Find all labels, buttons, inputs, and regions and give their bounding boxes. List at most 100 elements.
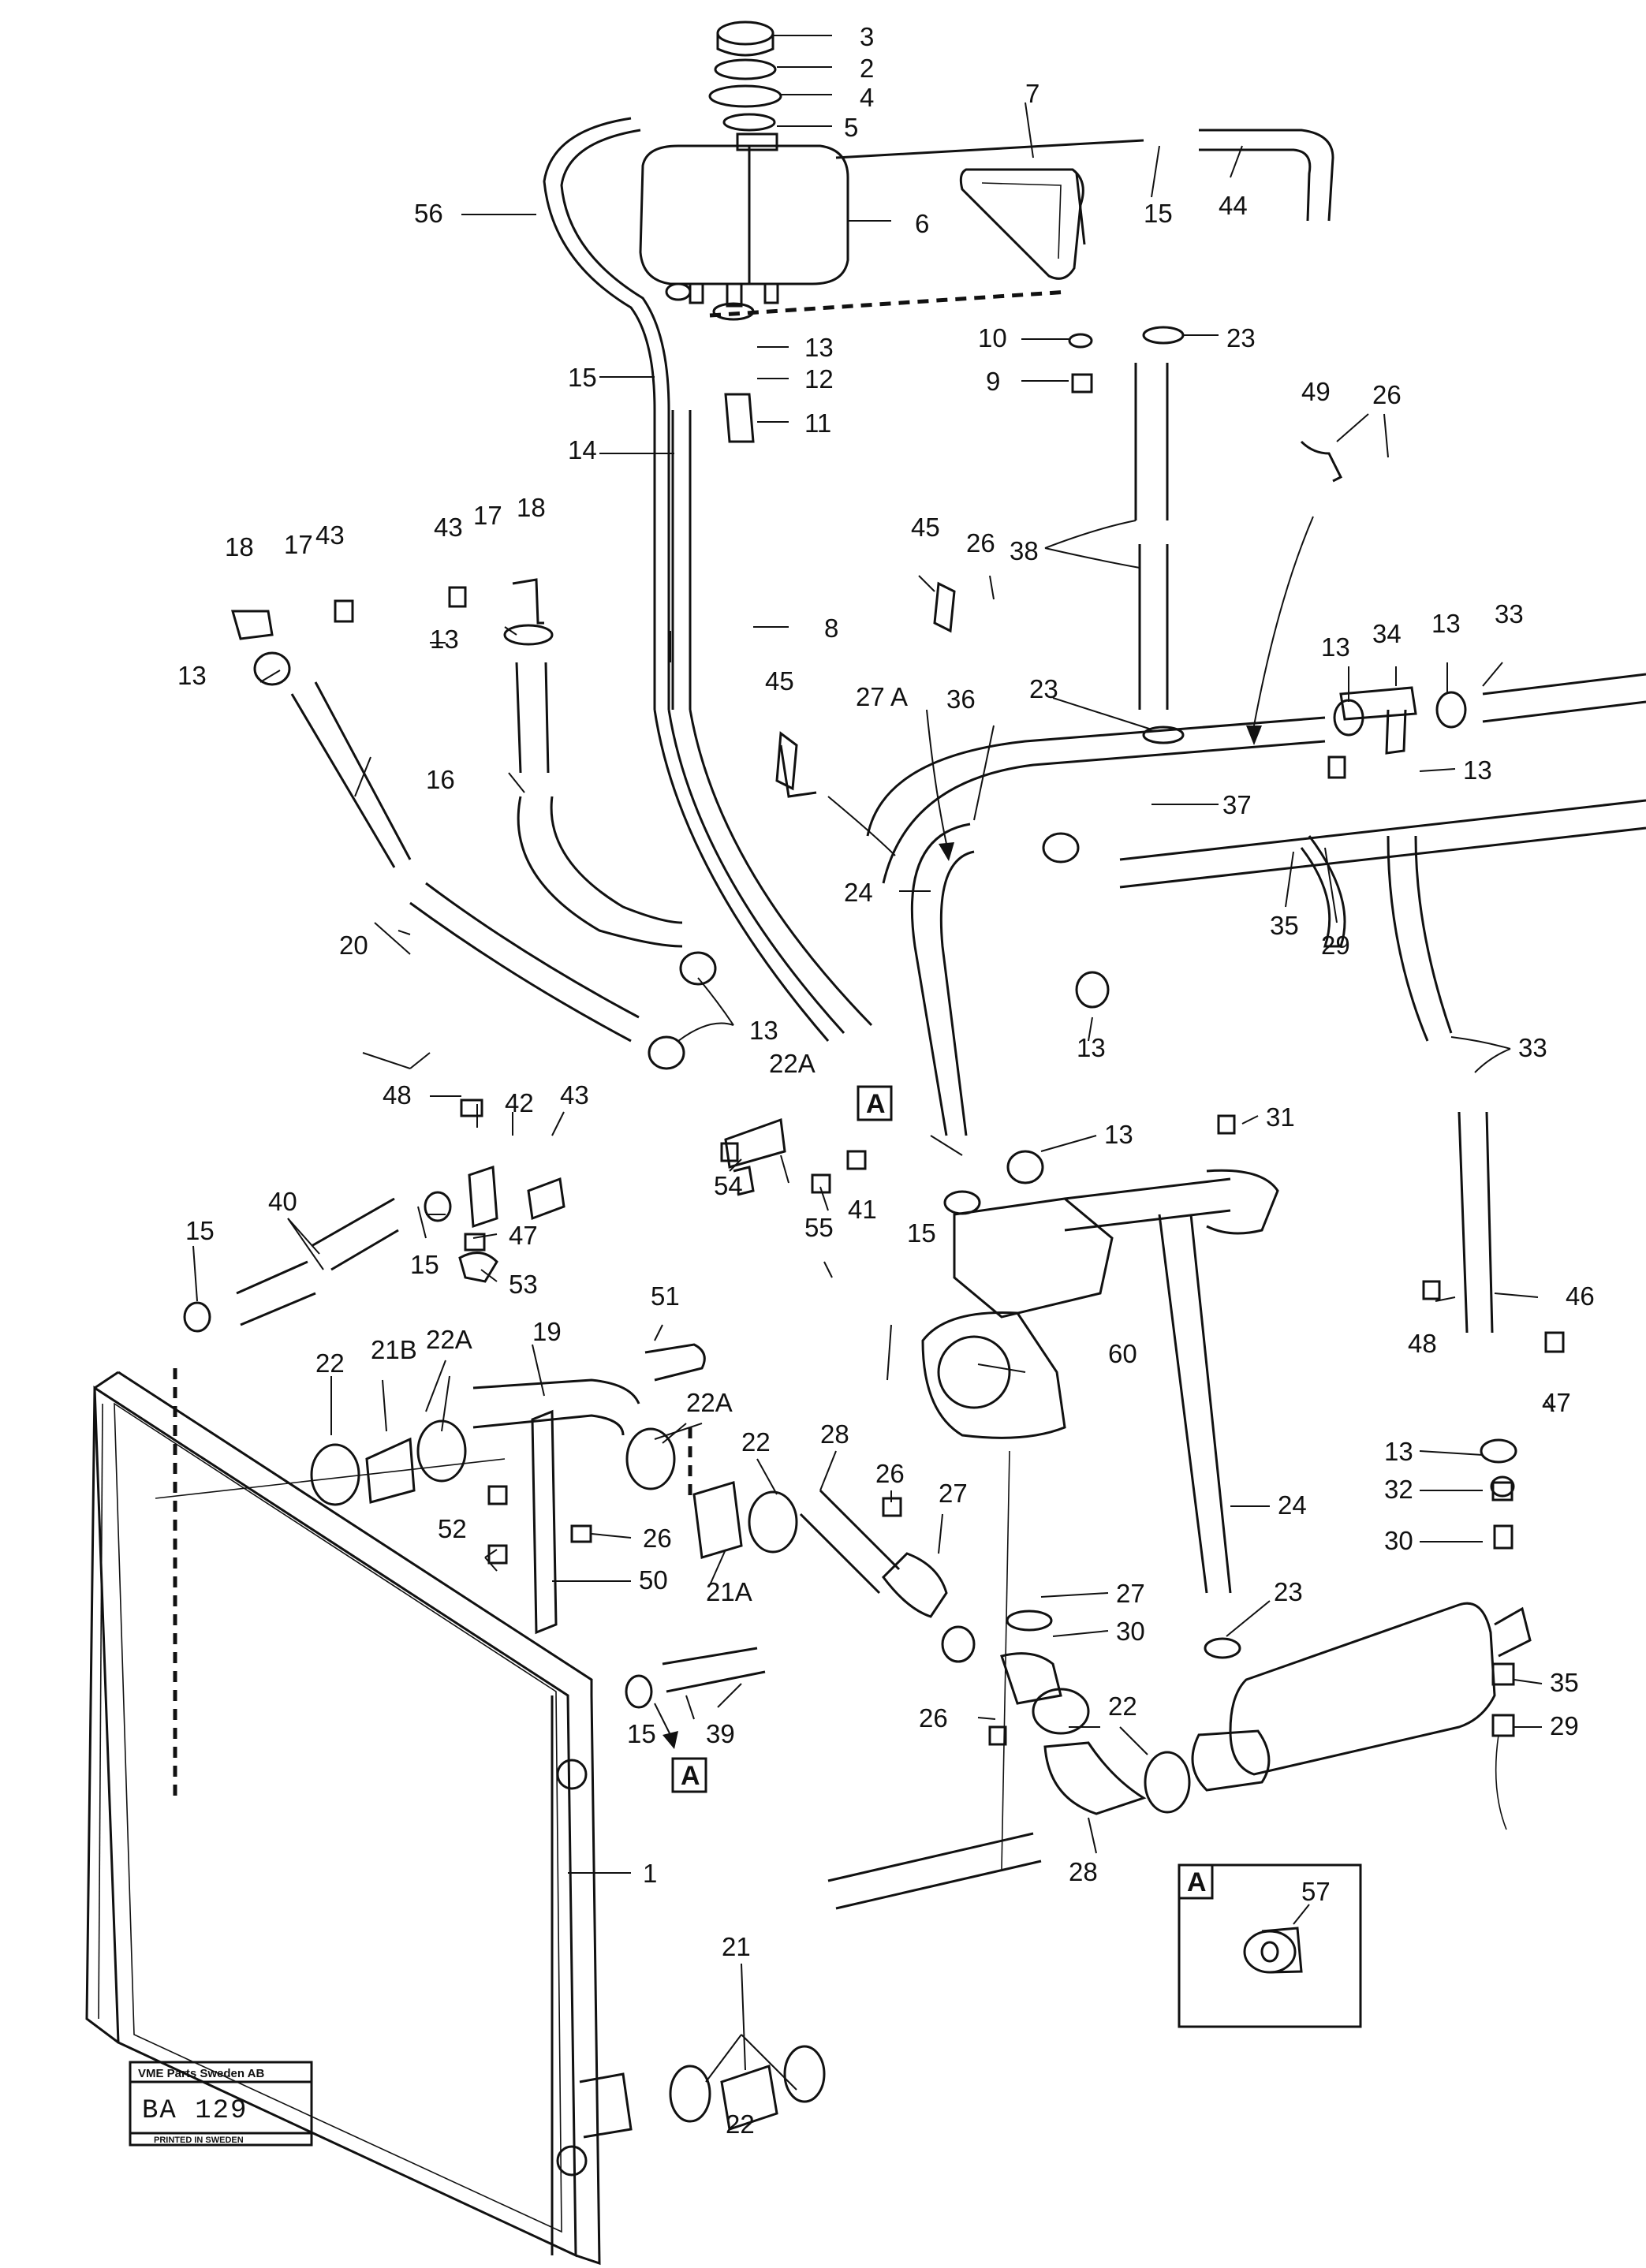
hose-clamps <box>183 282 1517 2123</box>
callout-2: 2 <box>860 54 874 83</box>
callout-28: 28 <box>820 1419 849 1449</box>
callout-26-lower: 27 <box>1116 1579 1145 1608</box>
detail-marker-a-upper: A <box>866 1089 886 1119</box>
stamp-code: BA 129 <box>142 2096 248 2126</box>
callout-15-mid: 15 <box>410 1250 439 1279</box>
callout-6: 6 <box>915 209 929 238</box>
callout-15-lower: 15 <box>627 1719 656 1748</box>
callout-13-right1: 13 <box>1321 632 1350 662</box>
bypass-pipe <box>799 1489 948 1618</box>
callout-42: 38 <box>1010 536 1039 565</box>
callout-23-top: 23 <box>1226 323 1256 353</box>
callout-13-lower: 13 <box>1384 1437 1413 1466</box>
callout-17-left: 17 <box>284 530 313 559</box>
tank-bracket <box>709 168 1086 318</box>
callout-14: 14 <box>568 435 597 464</box>
callout-13-right2: 13 <box>1431 609 1461 638</box>
u-bolt <box>644 1343 706 1382</box>
callout-21a: 21B <box>371 1335 417 1364</box>
callout-60: 56 <box>414 199 443 228</box>
callout-55: 51 <box>651 1281 680 1311</box>
callout-8: 8 <box>824 614 838 643</box>
callout-7: 7 <box>1025 79 1039 108</box>
callout-22a-top: 22A <box>426 1325 472 1354</box>
detail-marker-a-lower: A <box>681 1761 700 1791</box>
tank-gasket <box>722 113 776 132</box>
callout-30: 29 <box>1321 931 1350 960</box>
water-pump-housing <box>921 1169 1279 1870</box>
callout-10: 10 <box>978 323 1007 353</box>
hose-sleeves <box>365 1437 778 2131</box>
coolant-filter <box>1191 1602 1532 1792</box>
callout-22-mid: 22 <box>741 1427 771 1457</box>
callout-49-mid: 45 <box>765 666 794 696</box>
stamp-printed: PRINTED IN SWEDEN <box>154 2136 244 2145</box>
callout-20: 20 <box>339 931 368 960</box>
callout-57: 53 <box>509 1270 538 1299</box>
callout-54: 50 <box>639 1565 668 1595</box>
callout-46: 42 <box>505 1088 534 1117</box>
callout-48-left: 43 <box>315 520 345 550</box>
callout-58: 54 <box>714 1171 743 1200</box>
callout-15-tank: 15 <box>568 363 597 392</box>
callout-37-top: 33 <box>1495 599 1524 629</box>
radiator <box>85 1368 692 2266</box>
callout-19: 19 <box>532 1317 562 1346</box>
callout-18-mid: 18 <box>517 493 546 522</box>
callout-49-top: 45 <box>911 513 940 542</box>
callout-22-elbow: 22 <box>1108 1692 1137 1721</box>
callout-13-right3: 13 <box>1463 755 1492 785</box>
callout-21: 21 <box>722 1932 751 1961</box>
callout-27-mid: 26 <box>966 528 995 558</box>
callout-13-mid2: 13 <box>749 1016 778 1045</box>
callout-37-mid: 33 <box>1518 1033 1547 1062</box>
callout-47: 43 <box>560 1080 589 1110</box>
outlet-elbow <box>1000 1652 1147 1815</box>
cap-seal <box>714 58 777 80</box>
callout-13-left: 13 <box>177 661 207 690</box>
callout-4: 4 <box>860 83 874 112</box>
callout-13-pump: 13 <box>1104 1120 1133 1149</box>
callout-62: 60 <box>1108 1339 1137 1368</box>
callout-15-left: 15 <box>185 1216 215 1245</box>
callout-52-right: 48 <box>1408 1329 1437 1358</box>
callout-22-left: 22 <box>315 1348 345 1378</box>
callout-40: 36 <box>946 685 976 714</box>
callout-32: 28 <box>1069 1857 1098 1886</box>
callout-27-elbow: 26 <box>919 1703 948 1733</box>
callout-23-lower: 23 <box>1274 1577 1303 1606</box>
callout-25: 22A <box>769 1049 816 1078</box>
hoses <box>236 117 1646 1910</box>
callout-27-pipe: 26 <box>875 1459 905 1488</box>
callout-11: 11 <box>804 408 831 438</box>
callout-39: 35 <box>1270 911 1299 940</box>
callout-27-strap: 26 <box>643 1524 672 1553</box>
fittings <box>231 333 1565 1830</box>
callout-24-top: 24 <box>844 878 873 907</box>
callout-1: 1 <box>643 1859 657 1888</box>
callout-43-lower: 39 <box>706 1719 735 1748</box>
mounting-strap <box>531 1409 558 1635</box>
callout-13-tank: 13 <box>804 333 834 362</box>
expansion-tank <box>639 132 849 308</box>
callout-53: 49 <box>1301 377 1331 406</box>
tank-cap <box>716 21 774 57</box>
callout-59: 55 <box>804 1213 834 1242</box>
callout-51-right: 47 <box>1542 1388 1571 1417</box>
detail-box-a <box>1178 1863 1362 2028</box>
callout-21b: 21A <box>706 1577 752 1606</box>
callout-45: 41 <box>848 1195 877 1224</box>
callout-27-top: 26 <box>1372 380 1402 409</box>
marker-a-upper <box>857 1085 893 1121</box>
direction-arrows <box>654 516 1314 1749</box>
stamp-company: VME Parts Sweden AB <box>138 2067 264 2080</box>
callout-41: 37 <box>1222 790 1252 819</box>
detail-marker-a-box: A <box>1187 1867 1207 1897</box>
callout-24-lower: 24 <box>1278 1490 1307 1520</box>
callout-51-left: 47 <box>509 1221 538 1250</box>
callout-12: 12 <box>804 364 834 394</box>
callout-48-mid: 43 <box>434 513 463 542</box>
leader-lines <box>192 35 1555 2091</box>
callout-13-mid: 13 <box>430 625 459 654</box>
callout-16: 16 <box>426 765 455 794</box>
